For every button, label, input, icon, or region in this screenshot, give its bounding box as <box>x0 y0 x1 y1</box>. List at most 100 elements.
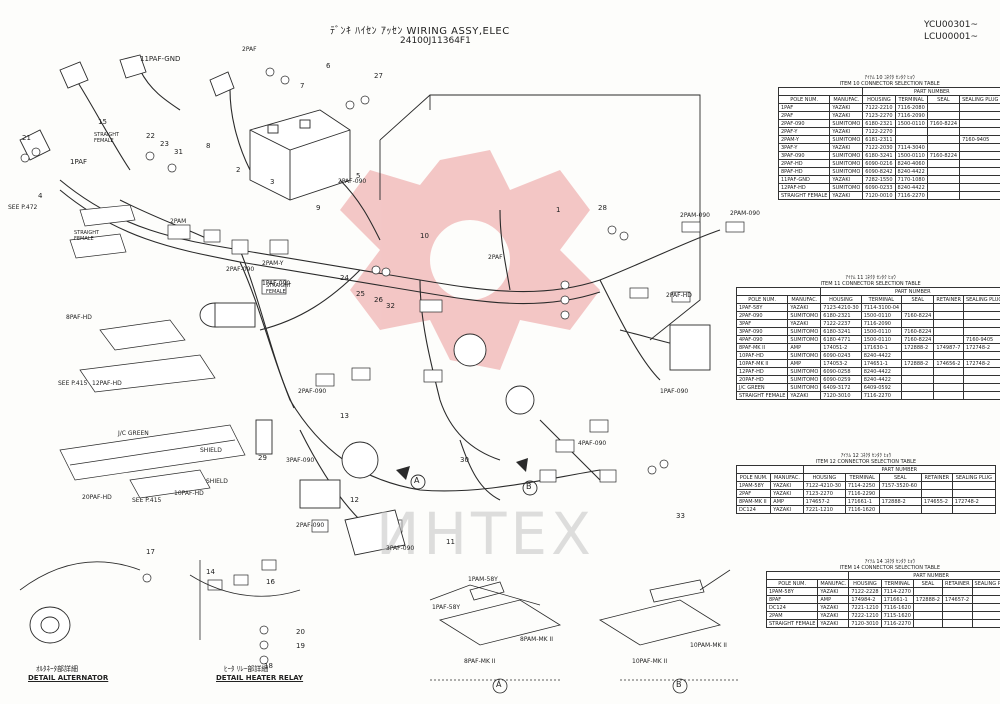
table-cell: 7170-1080 <box>894 175 928 184</box>
table-header-cell: MANUFAC. <box>787 295 822 304</box>
label-2pam: 2PAM <box>170 218 187 225</box>
table-cell: 6090-0243 <box>820 351 862 360</box>
table-cell: YAZAKI <box>787 303 822 312</box>
table-part-number-header: PART NUMBER <box>802 465 997 474</box>
table-cell <box>933 375 964 384</box>
table-cell: YAZAKI <box>787 319 822 328</box>
table-cell <box>951 489 997 498</box>
part-number: 24100J11364F1 <box>400 36 471 46</box>
table-cell: 7123-2270 <box>802 489 846 498</box>
table-cell <box>959 127 1000 136</box>
label-1paf-58y: 1PAF-58Y <box>432 604 461 611</box>
label-1paf-090-b: 1PAF-090 <box>660 388 689 395</box>
label-1pam-58y: 1PAM-58Y <box>468 576 498 583</box>
serial-range-1: YCU00301~ <box>924 20 979 30</box>
table-header-cell: MANUFAC. <box>770 473 804 482</box>
table-header-cell: MANUFAC. <box>817 579 850 588</box>
callout-26: 26 <box>374 296 383 304</box>
table-header-cell: RETAINER <box>920 473 953 482</box>
table-header-cell: SEAL <box>926 95 961 104</box>
table-cell: 1500-0110 <box>894 119 928 128</box>
table-cell: DC124 <box>765 603 819 612</box>
table-cell: YAZAKI <box>817 603 850 612</box>
table-cell: SUMITOMO <box>829 151 864 160</box>
table-header-cell: SEALING PLUG <box>962 295 1000 304</box>
table-cell: 6409-0592 <box>860 383 903 392</box>
table-title-jp: ｱｲﾃﾑ 10 ｺﾈｸﾀ ｾﾝﾀｸ ﾋｮｳ <box>864 75 915 81</box>
table-cell: SUMITOMO <box>829 167 864 176</box>
table-cell: SUMITOMO <box>829 119 864 128</box>
table-cell <box>959 111 1000 120</box>
callout-27: 27 <box>374 72 383 80</box>
table-title-en: ITEM 10 CONNECTOR SELECTION TABLE <box>839 81 940 87</box>
table-cell <box>941 619 973 628</box>
table-cell <box>933 335 964 344</box>
detail-alternator-jp: ｵﾙﾀﾈｰﾀ部詳細 <box>36 665 78 673</box>
label-10pam-mk2: 10PAM-MK II <box>690 642 727 649</box>
table-cell: 7120-0010 <box>862 191 896 200</box>
callout-20: 20 <box>296 628 305 636</box>
frame-panel <box>379 94 701 341</box>
label-see-p472: SEE P.472 <box>8 204 38 211</box>
table-cell: 8PAM-MK II <box>735 497 772 506</box>
table-cell: 171630-1 <box>860 343 903 352</box>
table-cell <box>933 383 964 392</box>
table-cell <box>951 505 997 514</box>
table-cell: 7122-2270 <box>862 127 896 136</box>
label-2paf-090-b: 2PAF-090 <box>298 388 327 395</box>
callout-29: 29 <box>258 454 267 462</box>
table-cell <box>926 127 961 136</box>
table-cell: 174657-2 <box>941 595 973 604</box>
label-8paf-hd: 8PAF-HD <box>66 314 92 321</box>
table-cell <box>962 367 1000 376</box>
table-cell <box>926 135 961 144</box>
table-cell: 6090-0258 <box>820 367 862 376</box>
table-cell: 7122-2030 <box>862 143 896 152</box>
table-cell: 2PAF <box>777 111 831 120</box>
label-straight-female-3: STRAIGHT FEMALE <box>266 283 292 295</box>
table-header-cell: SEAL <box>901 295 935 304</box>
table-cell: 11PAF-GND <box>777 175 831 184</box>
table-cell <box>941 603 973 612</box>
label-shield-2: SHIELD <box>206 478 228 485</box>
table-cell: 3PAF-090 <box>735 327 789 336</box>
arrow-label-a: A <box>414 476 420 485</box>
table-cell <box>920 489 953 498</box>
table-cell: 1PAM-58Y <box>765 587 819 596</box>
detail-circle-a <box>492 678 508 694</box>
table-header-cell: HOUSING <box>820 295 862 304</box>
callout-31: 31 <box>174 148 183 156</box>
table-cell: 172888-2 <box>912 595 943 604</box>
table-cell <box>901 351 935 360</box>
table-cell: 7115-1620 <box>880 611 914 620</box>
table-cell: YAZAKI <box>829 175 864 184</box>
table-cell: 6409-3172 <box>820 383 862 392</box>
table-cell: 2PAF-090 <box>777 119 831 128</box>
table-cell: 12PAF-HD <box>735 367 789 376</box>
table-cell <box>959 167 1000 176</box>
callout-32: 32 <box>386 302 395 310</box>
table-cell: 174053-2 <box>820 359 862 368</box>
table-header-cell: SEAL <box>912 579 943 588</box>
table-cell: 6090-8242 <box>862 167 896 176</box>
table-header-cell: HOUSING <box>802 473 846 482</box>
table-cell: 7123-4210-30 <box>820 303 862 312</box>
table-cell: 1500-0110 <box>860 327 903 336</box>
table-title-en: ITEM 14 CONNECTOR SELECTION TABLE <box>839 565 941 571</box>
table-cell: 1500-0110 <box>860 335 903 344</box>
label-see-p415-a: SEE P.415 <box>58 380 88 387</box>
table-cell: 1PAM-58Y <box>735 481 772 490</box>
table-cell: 20PAF-HD <box>735 375 789 384</box>
table-cell <box>901 375 935 384</box>
table-header-cell: SEAL <box>878 473 922 482</box>
table-cell <box>912 587 943 596</box>
table-header-cell: POLE NUM. <box>735 295 789 304</box>
